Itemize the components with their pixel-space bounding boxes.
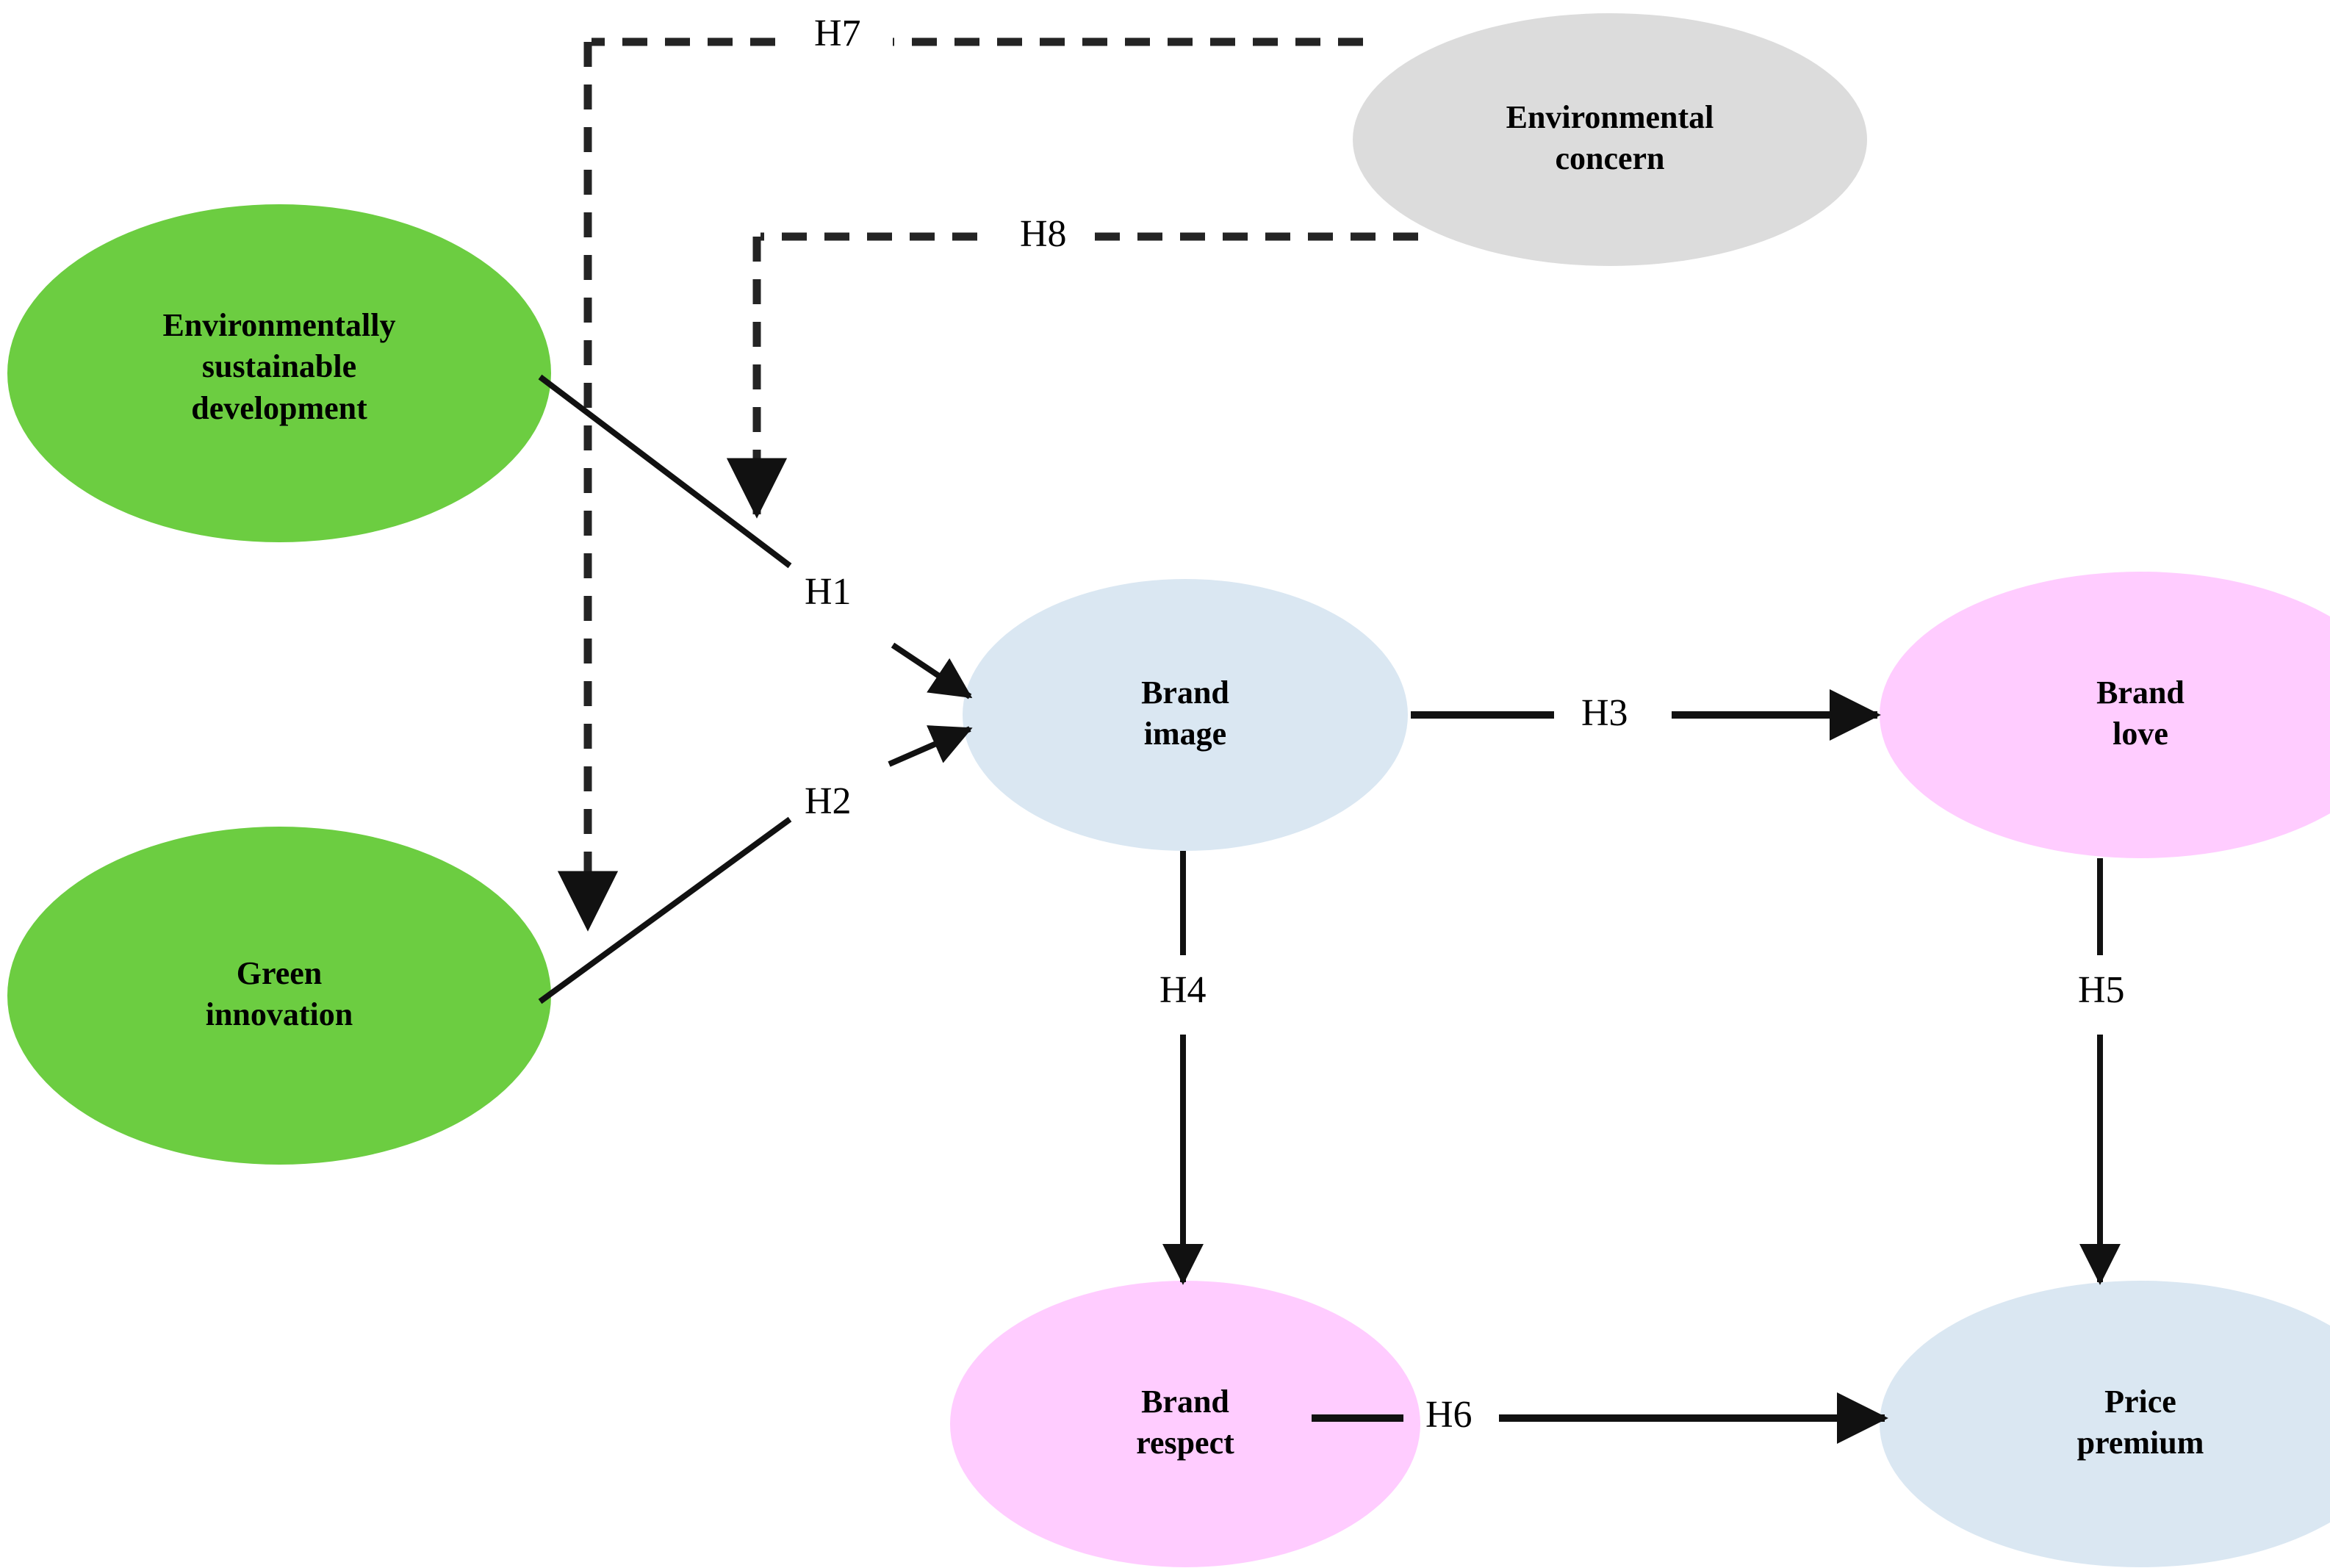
- edge-label-h3: H3: [1581, 692, 1628, 734]
- edge-h2-arrow: [888, 725, 973, 767]
- edge-label-h4: H4: [1159, 969, 1207, 1011]
- node-green-innovation[interactable]: [7, 827, 551, 1165]
- edge-label-h6: H6: [1425, 1394, 1473, 1436]
- edge-label-h2: H2: [805, 780, 852, 822]
- node-price-premium[interactable]: [1880, 1281, 2330, 1567]
- node-esd[interactable]: [7, 204, 551, 542]
- edge-h1-arrow: [891, 642, 973, 700]
- node-environmental-concern[interactable]: [1353, 13, 1867, 266]
- node-brand-love[interactable]: [1880, 572, 2330, 858]
- node-brand-image[interactable]: [963, 579, 1408, 851]
- edge-label-h5: H5: [2078, 969, 2125, 1011]
- edge-h2-stem: [538, 816, 792, 1004]
- edge-h1-stem: [538, 374, 792, 569]
- edge-label-h8: H8: [1020, 213, 1067, 255]
- edge-label-h1: H1: [805, 571, 852, 613]
- edge-label-h7: H7: [814, 12, 861, 54]
- node-brand-respect[interactable]: [950, 1281, 1420, 1567]
